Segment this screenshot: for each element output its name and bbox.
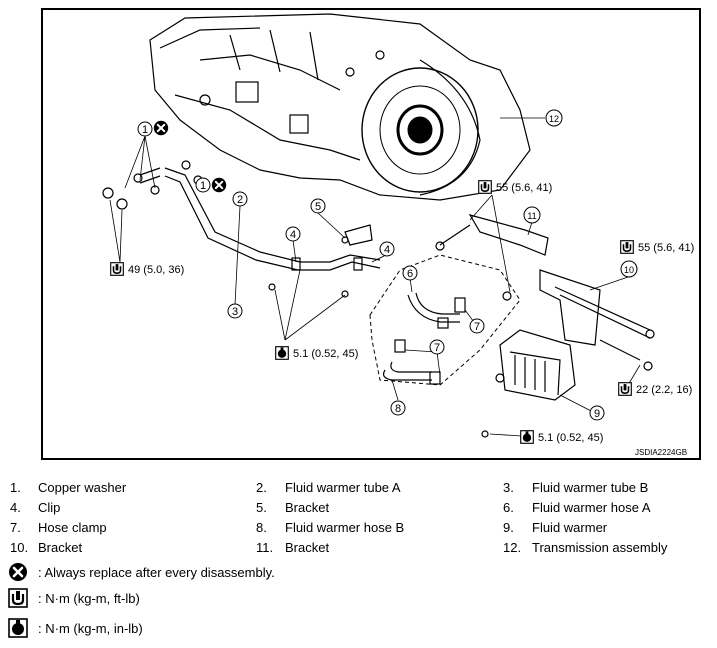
torque-ftlb-icon (110, 262, 124, 276)
torque-inlb-icon (520, 430, 534, 444)
legend-row: 1. Copper washer 2. Fluid warmer tube A … (10, 480, 649, 495)
legend-label: Copper washer (38, 480, 127, 495)
svg-text:10: 10 (624, 265, 634, 275)
torque-5-1-b: 5.1 (0.52, 45) (538, 432, 603, 444)
svg-text:11: 11 (527, 211, 536, 221)
legend-label: Bracket (38, 540, 83, 555)
svg-text:7: 7 (434, 342, 440, 354)
parts-legend: 1. Copper washer 2. Fluid warmer tube A … (0, 478, 717, 648)
legend-symbol-torque-inlb: : N·m (kg-m, in-lb) (8, 616, 143, 640)
svg-text:6: 6 (407, 268, 413, 280)
svg-text:9: 9 (594, 408, 600, 420)
legend-symbol-torque-ftlb: : N·m (kg-m, ft-lb) (8, 586, 140, 610)
callout-4a: 4 (285, 226, 301, 242)
legend-label: Bracket (285, 540, 330, 555)
legend-label: Fluid warmer tube B (532, 480, 649, 495)
legend-label: Bracket (285, 500, 330, 515)
legend-label: Fluid warmer tube A (285, 480, 401, 495)
replace-icon (211, 177, 227, 193)
torque-inlb-icon (8, 618, 28, 638)
figure-id-label: JSDIA2224GB (635, 448, 687, 457)
callout-2: 2 (232, 191, 248, 207)
torque-ftlb-icon (478, 180, 492, 194)
torque-inlb-icon (275, 346, 289, 360)
legend-label: Fluid warmer hose B (285, 520, 405, 535)
exploded-diagram: 1 1 2 3 4 4 5 6 7 7 8 9 10 11 12 49 (5.0… (102, 13, 694, 457)
callout-9: 9 (589, 405, 605, 421)
fluid-warmer-hoses-drawing (382, 292, 466, 385)
svg-text:5: 5 (315, 201, 321, 213)
callout-1a: 1 (137, 121, 153, 137)
fluid-warmer-tubes-drawing (102, 160, 381, 298)
legend-label: Fluid warmer hose A (532, 500, 651, 515)
callout-1b: 1 (195, 177, 211, 193)
torque-ftlb-icon (8, 588, 28, 608)
svg-text:4: 4 (290, 229, 296, 241)
callout-6: 6 (402, 265, 418, 281)
callout-8: 8 (390, 400, 406, 416)
legend-row: 10. Bracket 11. Bracket 12. Transmission… (10, 540, 668, 555)
fluid-warmer-drawing (435, 214, 655, 438)
leader-lines (109, 117, 641, 437)
torque-49: 49 (5.0, 36) (128, 264, 184, 276)
torque-ftlb-icon (620, 240, 634, 254)
replace-icon (8, 562, 28, 582)
svg-text:12: 12 (549, 114, 559, 124)
callout-7a: 7 (469, 318, 485, 334)
legend-label: Hose clamp (38, 520, 107, 535)
legend-row: 7. Hose clamp 8. Fluid warmer hose B 9. … (10, 520, 608, 535)
callout-12: 12 (545, 109, 563, 127)
torque-ftlb-icon (618, 382, 632, 396)
torque-labels: 49 (5.0, 36) 55 (5.6, 41) 55 (5.6, 41) 5… (110, 180, 694, 444)
legend-label: Transmission assembly (532, 540, 668, 555)
callout-5: 5 (310, 198, 326, 214)
svg-text:1: 1 (142, 124, 148, 136)
torque-55-a: 55 (5.6, 41) (496, 182, 552, 194)
callout-10: 10 (620, 260, 638, 278)
hose-routing-outline (369, 254, 521, 386)
svg-text:1: 1 (200, 180, 206, 192)
transmission-assembly-drawing (149, 13, 531, 201)
svg-text:7: 7 (474, 321, 480, 333)
callout-4b: 4 (379, 241, 395, 257)
legend-symbol-replace: : Always replace after every disassembly… (8, 560, 275, 584)
callout-11: 11 (523, 206, 541, 224)
svg-text:8: 8 (395, 403, 401, 415)
svg-text:4: 4 (384, 244, 390, 256)
torque-55-b: 55 (5.6, 41) (638, 242, 694, 254)
callout-3: 3 (227, 303, 243, 319)
torque-converter-drawing (361, 67, 479, 193)
replace-icon (153, 120, 169, 136)
svg-text:3: 3 (232, 306, 238, 318)
torque-22: 22 (2.2, 16) (636, 384, 692, 396)
callout-7b: 7 (429, 339, 445, 355)
svg-text:2: 2 (237, 194, 243, 206)
legend-label: Clip (38, 500, 61, 515)
legend-row: 4. Clip 5. Bracket 6. Fluid warmer hose … (10, 500, 651, 515)
torque-5-1-a: 5.1 (0.52, 45) (293, 348, 358, 360)
legend-label: Fluid warmer (532, 520, 608, 535)
callouts: 1 1 2 3 4 4 5 6 7 7 8 9 10 11 12 (137, 109, 638, 421)
